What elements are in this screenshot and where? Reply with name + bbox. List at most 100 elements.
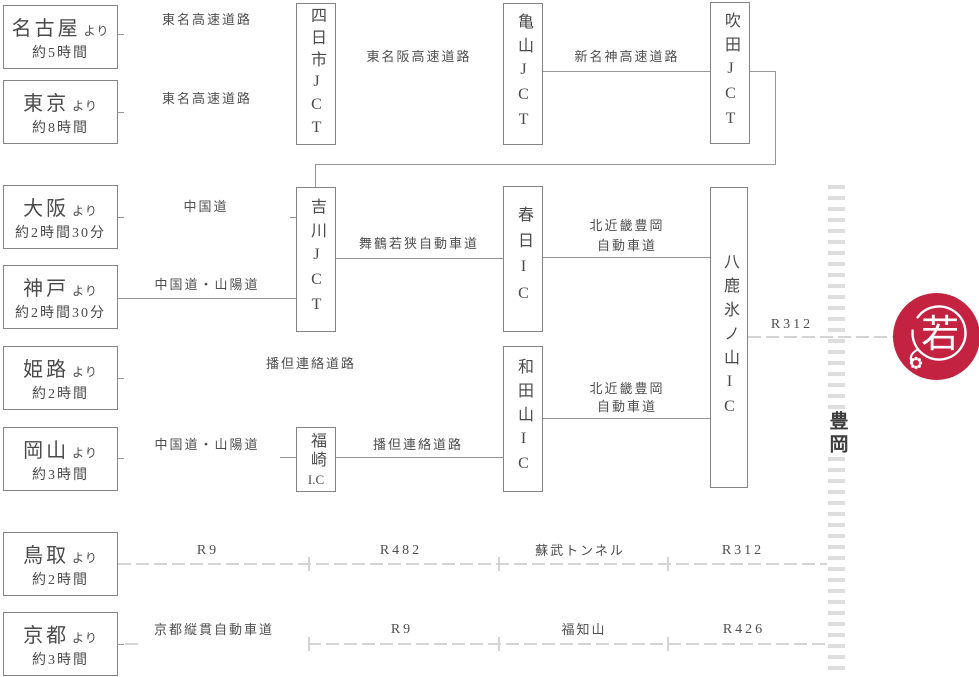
- logo-circle: 若: [893, 293, 979, 380]
- node-box-yokkaichi-jct: 四日市JCT: [296, 3, 336, 145]
- road-label-tottori-r9: R9: [196, 543, 220, 558]
- toyooka-label: 豊岡: [826, 411, 848, 457]
- road-label-bantan-fukusaki: 播但連絡道路: [372, 437, 464, 452]
- city-suffix: より: [72, 551, 98, 565]
- city-suffix: より: [72, 99, 98, 113]
- road-label-r312-yoka: R312: [770, 317, 814, 332]
- road-label-sobu-tunnel: 蘇武トンネル: [535, 543, 625, 558]
- road-label-kyoto-r426: R426: [722, 622, 766, 637]
- city-name: 京都: [23, 625, 70, 647]
- tick-tottori-3: [667, 557, 669, 571]
- stub-okayama: [118, 458, 124, 459]
- origin-box-kobe: 神戸より 約2時間30分: [3, 265, 118, 329]
- dashed-route-kyoto: [308, 643, 827, 645]
- road-label-tottori-r482: R482: [379, 543, 423, 558]
- ladder-segment-lower: [828, 457, 845, 672]
- dashed-route-tottori: [118, 563, 827, 565]
- node-box-suita-jct: 吹田JCT: [710, 2, 750, 144]
- node-box-wadayama-ic: 和田山IC: [503, 346, 543, 492]
- road-label-chugoku: 中国道: [183, 199, 229, 214]
- line-suita-yoshikawa-horizontal: [315, 164, 776, 165]
- line-yoshikawa-kasuga: [336, 258, 503, 259]
- city-name: 東京: [23, 93, 70, 115]
- line-kameyama-suita: [543, 71, 710, 72]
- tick-kyoto-3: [667, 637, 669, 651]
- dashed-route-r312-to-logo: [748, 336, 893, 338]
- road-label-kitakinki-upper-line2: 自動車道: [596, 238, 658, 253]
- origin-box-tokyo: 東京より 約8時間: [3, 80, 118, 144]
- stub-kyoto: [118, 644, 124, 645]
- line-kobe-yoshikawa: [118, 298, 296, 299]
- road-label-higashi-meihan: 東名阪高速道路: [366, 49, 472, 64]
- origin-box-kyoto: 京都より 約3時間: [3, 612, 118, 676]
- line-wadayama-yoka: [543, 418, 710, 419]
- tick-kyoto-2: [498, 637, 500, 651]
- logo-art: 若: [909, 305, 967, 370]
- stub-yoshikawa-left: [290, 217, 296, 218]
- road-label-kitakinki-lower-line1: 北近畿豊岡: [589, 381, 665, 396]
- road-label-kyoto-jukan: 京都縦貫自動車道: [153, 622, 275, 637]
- city-name: 姫路: [23, 359, 70, 381]
- travel-time: 約2時間: [32, 387, 89, 402]
- city-name: 大阪: [23, 198, 70, 220]
- road-label-shin-meishin: 新名神高速道路: [574, 49, 680, 64]
- city-suffix: より: [72, 284, 98, 298]
- stub-osaka: [118, 217, 124, 218]
- tick-tottori-2: [498, 557, 500, 571]
- travel-time: 約8時間: [32, 121, 89, 136]
- travel-time: 約2時間30分: [15, 226, 106, 241]
- road-label-chugoku-sanyo-okayama: 中国道・山陽道: [154, 437, 260, 452]
- city-name: 鳥取: [23, 545, 70, 567]
- travel-time: 約5時間: [32, 46, 89, 61]
- origin-box-tottori: 鳥取より 約2時間: [3, 532, 118, 596]
- tick-kyoto-1: [308, 637, 310, 651]
- stub-tokyo: [118, 112, 124, 113]
- road-label-kitakinki-upper-line1: 北近畿豊岡: [589, 218, 665, 233]
- road-label-kyoto-r9: R9: [390, 622, 414, 637]
- road-label-kitakinki-lower-line2: 自動車道: [596, 399, 658, 414]
- road-label-bantan-himeji: 播但連絡道路: [265, 356, 357, 371]
- origin-box-himeji: 姫路より 約2時間: [3, 346, 118, 410]
- ladder-segment-upper: [828, 185, 845, 410]
- city-name: 岡山: [23, 440, 70, 462]
- logo-enso-ring: [911, 305, 967, 361]
- road-label-maizuru-wakasa: 舞鶴若狭自動車道: [358, 236, 480, 251]
- stub-himeji: [118, 378, 124, 379]
- node-box-kasuga-ic: 春日IC: [503, 186, 543, 332]
- road-label-fukuchiyama: 福知山: [561, 622, 607, 637]
- stub-fukusaki-left: [280, 457, 296, 458]
- road-label-tomei-nagoya: 東名高速道路: [161, 12, 253, 27]
- city-suffix: より: [72, 204, 98, 218]
- line-into-yoshikawa-top: [315, 164, 316, 187]
- city-suffix: より: [72, 365, 98, 379]
- travel-time: 約2時間30分: [15, 306, 106, 321]
- road-label-chugoku-sanyo-kobe: 中国道・山陽道: [154, 277, 260, 292]
- travel-time: 約2時間: [32, 573, 89, 588]
- city-name: 神戸: [23, 278, 70, 300]
- origin-box-osaka: 大阪より 約2時間30分: [3, 185, 118, 249]
- node-box-kameyama-jct: 亀山JCT: [503, 3, 543, 145]
- line-suita-out: [750, 71, 775, 72]
- dashed-stub-kyoto: [125, 643, 138, 645]
- logo-character: 若: [921, 314, 959, 356]
- logo-flower-icon: [909, 356, 923, 370]
- fukusaki-name: 福崎: [308, 431, 325, 470]
- node-box-yoshikawa-jct: 吉川JCT: [296, 187, 336, 332]
- tick-tottori-1: [308, 557, 310, 571]
- fukusaki-type: I.C: [307, 471, 325, 487]
- travel-time: 約3時間: [32, 468, 89, 483]
- origin-box-okayama: 岡山より 約3時間: [3, 427, 118, 491]
- line-fukusaki-wadayama: [336, 457, 503, 458]
- origin-box-nagoya: 名古屋より 約5時間: [3, 5, 118, 69]
- city-name: 名古屋: [11, 18, 81, 40]
- travel-time: 約3時間: [32, 653, 89, 668]
- line-kasuga-yoka: [543, 257, 710, 258]
- road-label-tomei-tokyo: 東名高速道路: [161, 91, 253, 106]
- city-suffix: より: [72, 446, 98, 460]
- node-box-fukusaki-ic: 福崎 I.C: [296, 427, 336, 492]
- stub-nagoya: [118, 34, 124, 35]
- city-suffix: より: [83, 24, 110, 38]
- city-suffix: より: [72, 631, 98, 645]
- node-box-yoka-hyonosen-ic: 八鹿氷ノ山IC: [710, 187, 748, 488]
